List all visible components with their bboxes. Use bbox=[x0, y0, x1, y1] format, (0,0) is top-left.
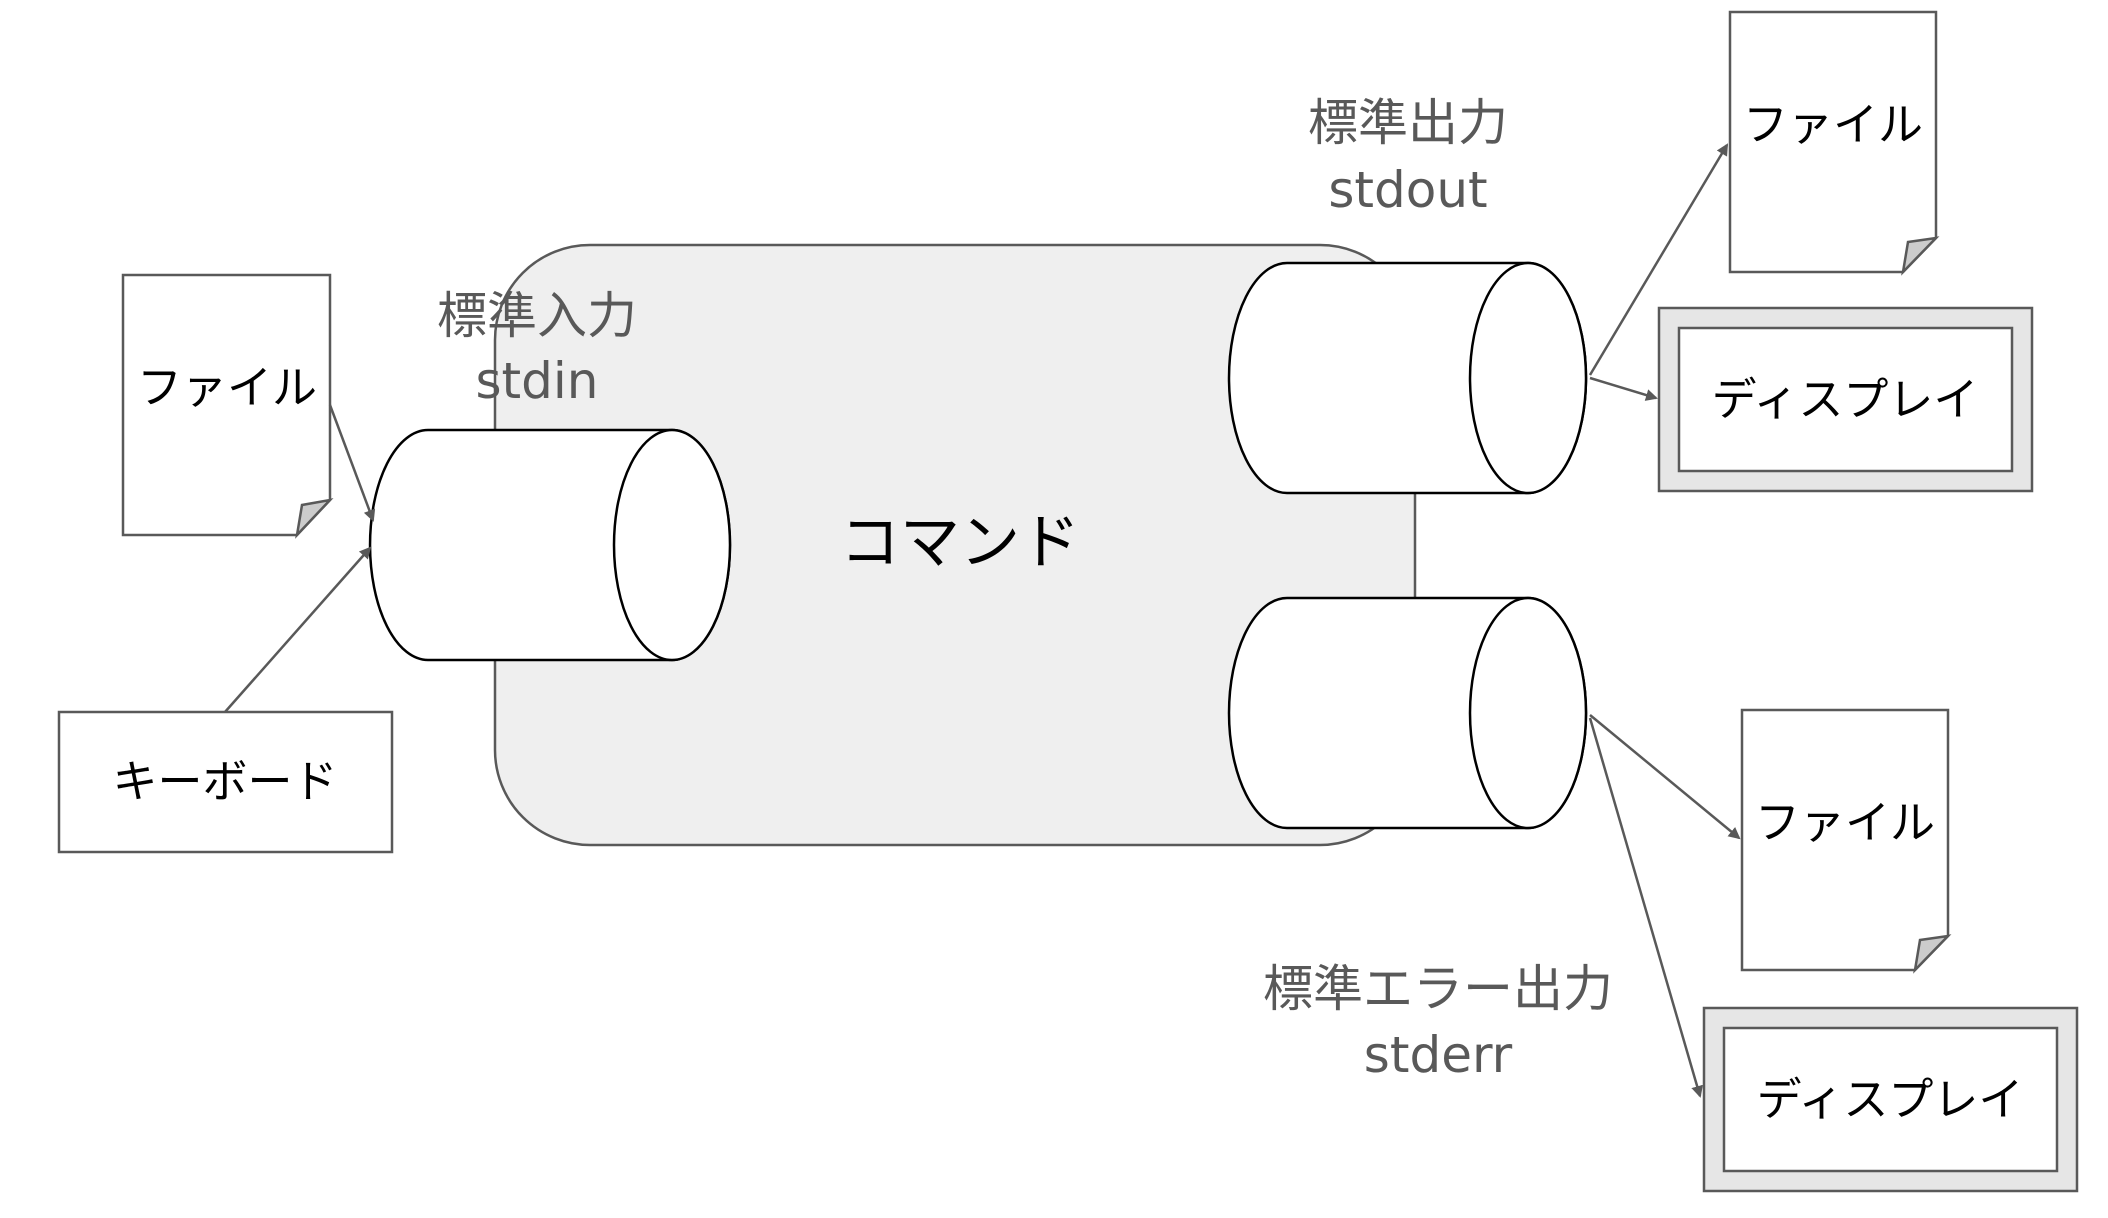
arrow-keyboard-to-stdin bbox=[224, 546, 372, 713]
arrow-stderr-to-display bbox=[1588, 717, 1703, 1098]
stdin-label-ja: 標準入力 bbox=[437, 287, 637, 345]
stdout-display bbox=[1657, 306, 2034, 493]
stdout-display-label: ディスプレイ bbox=[1712, 373, 1979, 426]
stdout-pipe bbox=[1227, 261, 1588, 495]
stderr-pipe bbox=[1227, 596, 1588, 830]
stderr-file bbox=[1740, 708, 1952, 974]
stdout-label-en: stdout bbox=[1328, 161, 1487, 219]
stdin-label-en: stdin bbox=[476, 352, 599, 410]
stderr-label-en: stderr bbox=[1364, 1026, 1513, 1084]
keyboard-label: キーボード bbox=[112, 755, 337, 808]
stdin-pipe bbox=[368, 428, 732, 662]
input-file-label: ファイル bbox=[137, 361, 317, 414]
stderr-file-label: ファイル bbox=[1755, 796, 1935, 849]
stdout-label-ja: 標準出力 bbox=[1308, 94, 1508, 152]
stderr-display bbox=[1702, 1006, 2079, 1193]
stderr-label-ja: 標準エラー出力 bbox=[1263, 960, 1613, 1018]
arrow-stdout-to-display bbox=[1589, 376, 1658, 401]
keyboard-box bbox=[57, 710, 394, 854]
arrow-stdout-to-file bbox=[1588, 143, 1729, 376]
stdout-file-label: ファイル bbox=[1743, 98, 1923, 151]
stdout-file bbox=[1728, 10, 1940, 276]
stderr-display-label: ディスプレイ bbox=[1757, 1073, 2024, 1126]
input-file bbox=[121, 273, 334, 539]
arrow-file-to-stdin bbox=[328, 404, 376, 522]
command-label: コマンド bbox=[840, 508, 1080, 578]
arrow-stderr-to-file bbox=[1589, 714, 1741, 840]
